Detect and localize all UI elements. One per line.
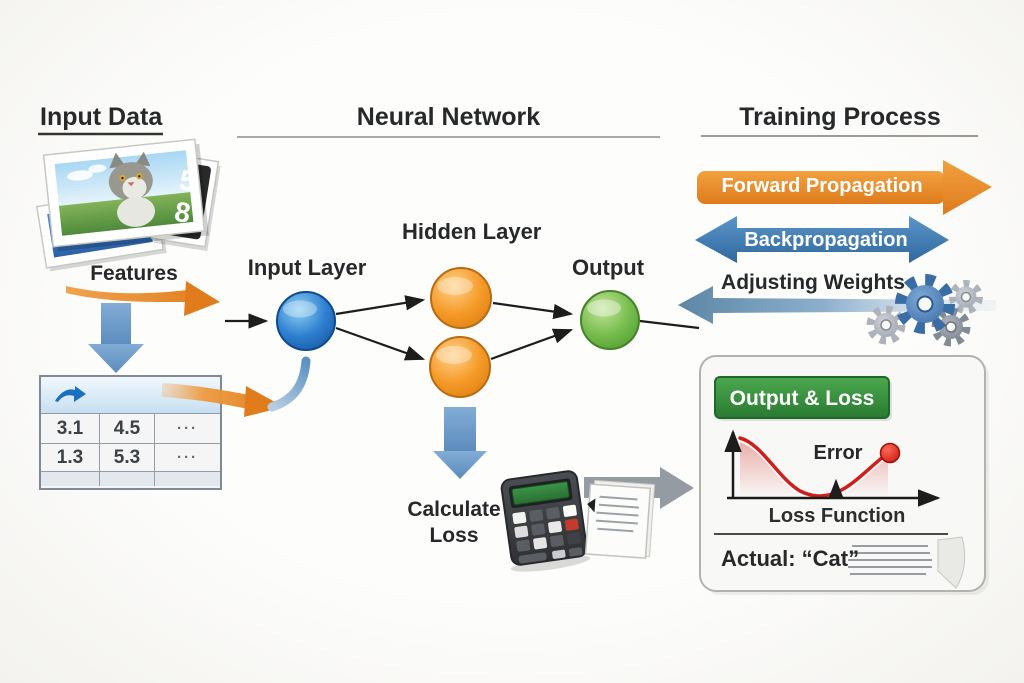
- table-cell: 5.3: [100, 444, 155, 472]
- cat-photo: [42, 138, 209, 252]
- calculator-keys: [512, 504, 583, 564]
- calculate-loss-line1: Calculate: [407, 498, 501, 521]
- table-cell-ellipsis: ···: [155, 414, 220, 444]
- photo-stack: [36, 138, 221, 272]
- output-loss-panel: [699, 355, 989, 595]
- table-cell: 3.1: [41, 414, 100, 444]
- features-label: Features: [90, 262, 178, 285]
- gear-gray-topright: [949, 280, 983, 314]
- gear-gray-left: [866, 305, 906, 345]
- table-row-empty: [41, 472, 220, 486]
- section-underlines: [38, 132, 978, 138]
- loss-curve: [738, 436, 890, 498]
- output-loss-badge-label: Output & Loss: [729, 387, 875, 410]
- table-row: 3.1 4.5 ···: [41, 414, 220, 444]
- calculate-loss-label: Calculate Loss: [398, 497, 510, 549]
- network-connectors: [225, 295, 700, 361]
- input-node-arc: [267, 356, 311, 412]
- loss-paper-icon: [584, 479, 656, 559]
- forward-propagation-label: Forward Propagation: [721, 175, 923, 197]
- section-title-input-data: Input Data: [40, 103, 163, 131]
- hidden-node-2: [429, 336, 491, 398]
- table-to-network-arrow: [162, 383, 250, 409]
- input-layer-label: Input Layer: [247, 255, 367, 280]
- cloud: [66, 170, 93, 181]
- cloud: [88, 164, 107, 173]
- loss-function-label: Loss Function: [768, 505, 906, 527]
- error-dot: [879, 442, 901, 464]
- table-cell: [41, 472, 100, 486]
- table-curve-arrow-icon: [55, 386, 86, 402]
- digit-top: 5: [177, 164, 198, 198]
- output-node: [580, 290, 640, 350]
- calculate-loss-line2: Loss: [429, 524, 479, 547]
- table-cell: 1.3: [41, 444, 100, 472]
- calculator-icon: [500, 470, 591, 572]
- backpropagation-arrow: [695, 216, 949, 263]
- error-label: Error: [813, 442, 863, 464]
- actual-doc-lines: [848, 545, 932, 575]
- calculator-red-key: [564, 518, 579, 531]
- features-to-input-arrow: [66, 286, 188, 303]
- loss-chart: [724, 429, 941, 507]
- output-label: Output: [571, 255, 645, 280]
- network-nodes: [276, 267, 640, 398]
- gears-icon: [866, 274, 983, 347]
- loss-curve-shadow: [740, 438, 888, 496]
- features-down-arrow: [88, 303, 144, 373]
- adjusting-weights-label: Adjusting Weights: [721, 271, 905, 294]
- table-cell: [100, 472, 155, 486]
- table-row: 1.3 5.3 ···: [41, 444, 220, 472]
- cat: [108, 151, 155, 227]
- backpropagation-label: Backpropagation: [744, 229, 908, 251]
- digit-bottom: 8: [172, 195, 193, 229]
- gear-blue-main: [895, 274, 955, 334]
- section-title-training-process: Training Process: [739, 103, 941, 131]
- features-to-input-arrowhead: [184, 281, 220, 316]
- adjusting-weights-arrow: [678, 286, 996, 324]
- input-node: [276, 291, 336, 351]
- gear-dark-bottomright: [931, 307, 971, 347]
- hidden-layer-label: Hidden Layer: [402, 219, 542, 244]
- table-cell: 4.5: [100, 414, 155, 444]
- output-loss-badge: [714, 376, 890, 419]
- table-cell-ellipsis: ···: [155, 444, 220, 472]
- section-title-neural-network: Neural Network: [356, 103, 541, 131]
- forward-propagation-arrow: [697, 160, 992, 215]
- actual-cat-label: Actual: “Cat”: [721, 546, 860, 571]
- page-curl: [937, 536, 966, 589]
- hidden-to-loss-arrow: [433, 407, 487, 479]
- hidden-node-1: [430, 267, 492, 329]
